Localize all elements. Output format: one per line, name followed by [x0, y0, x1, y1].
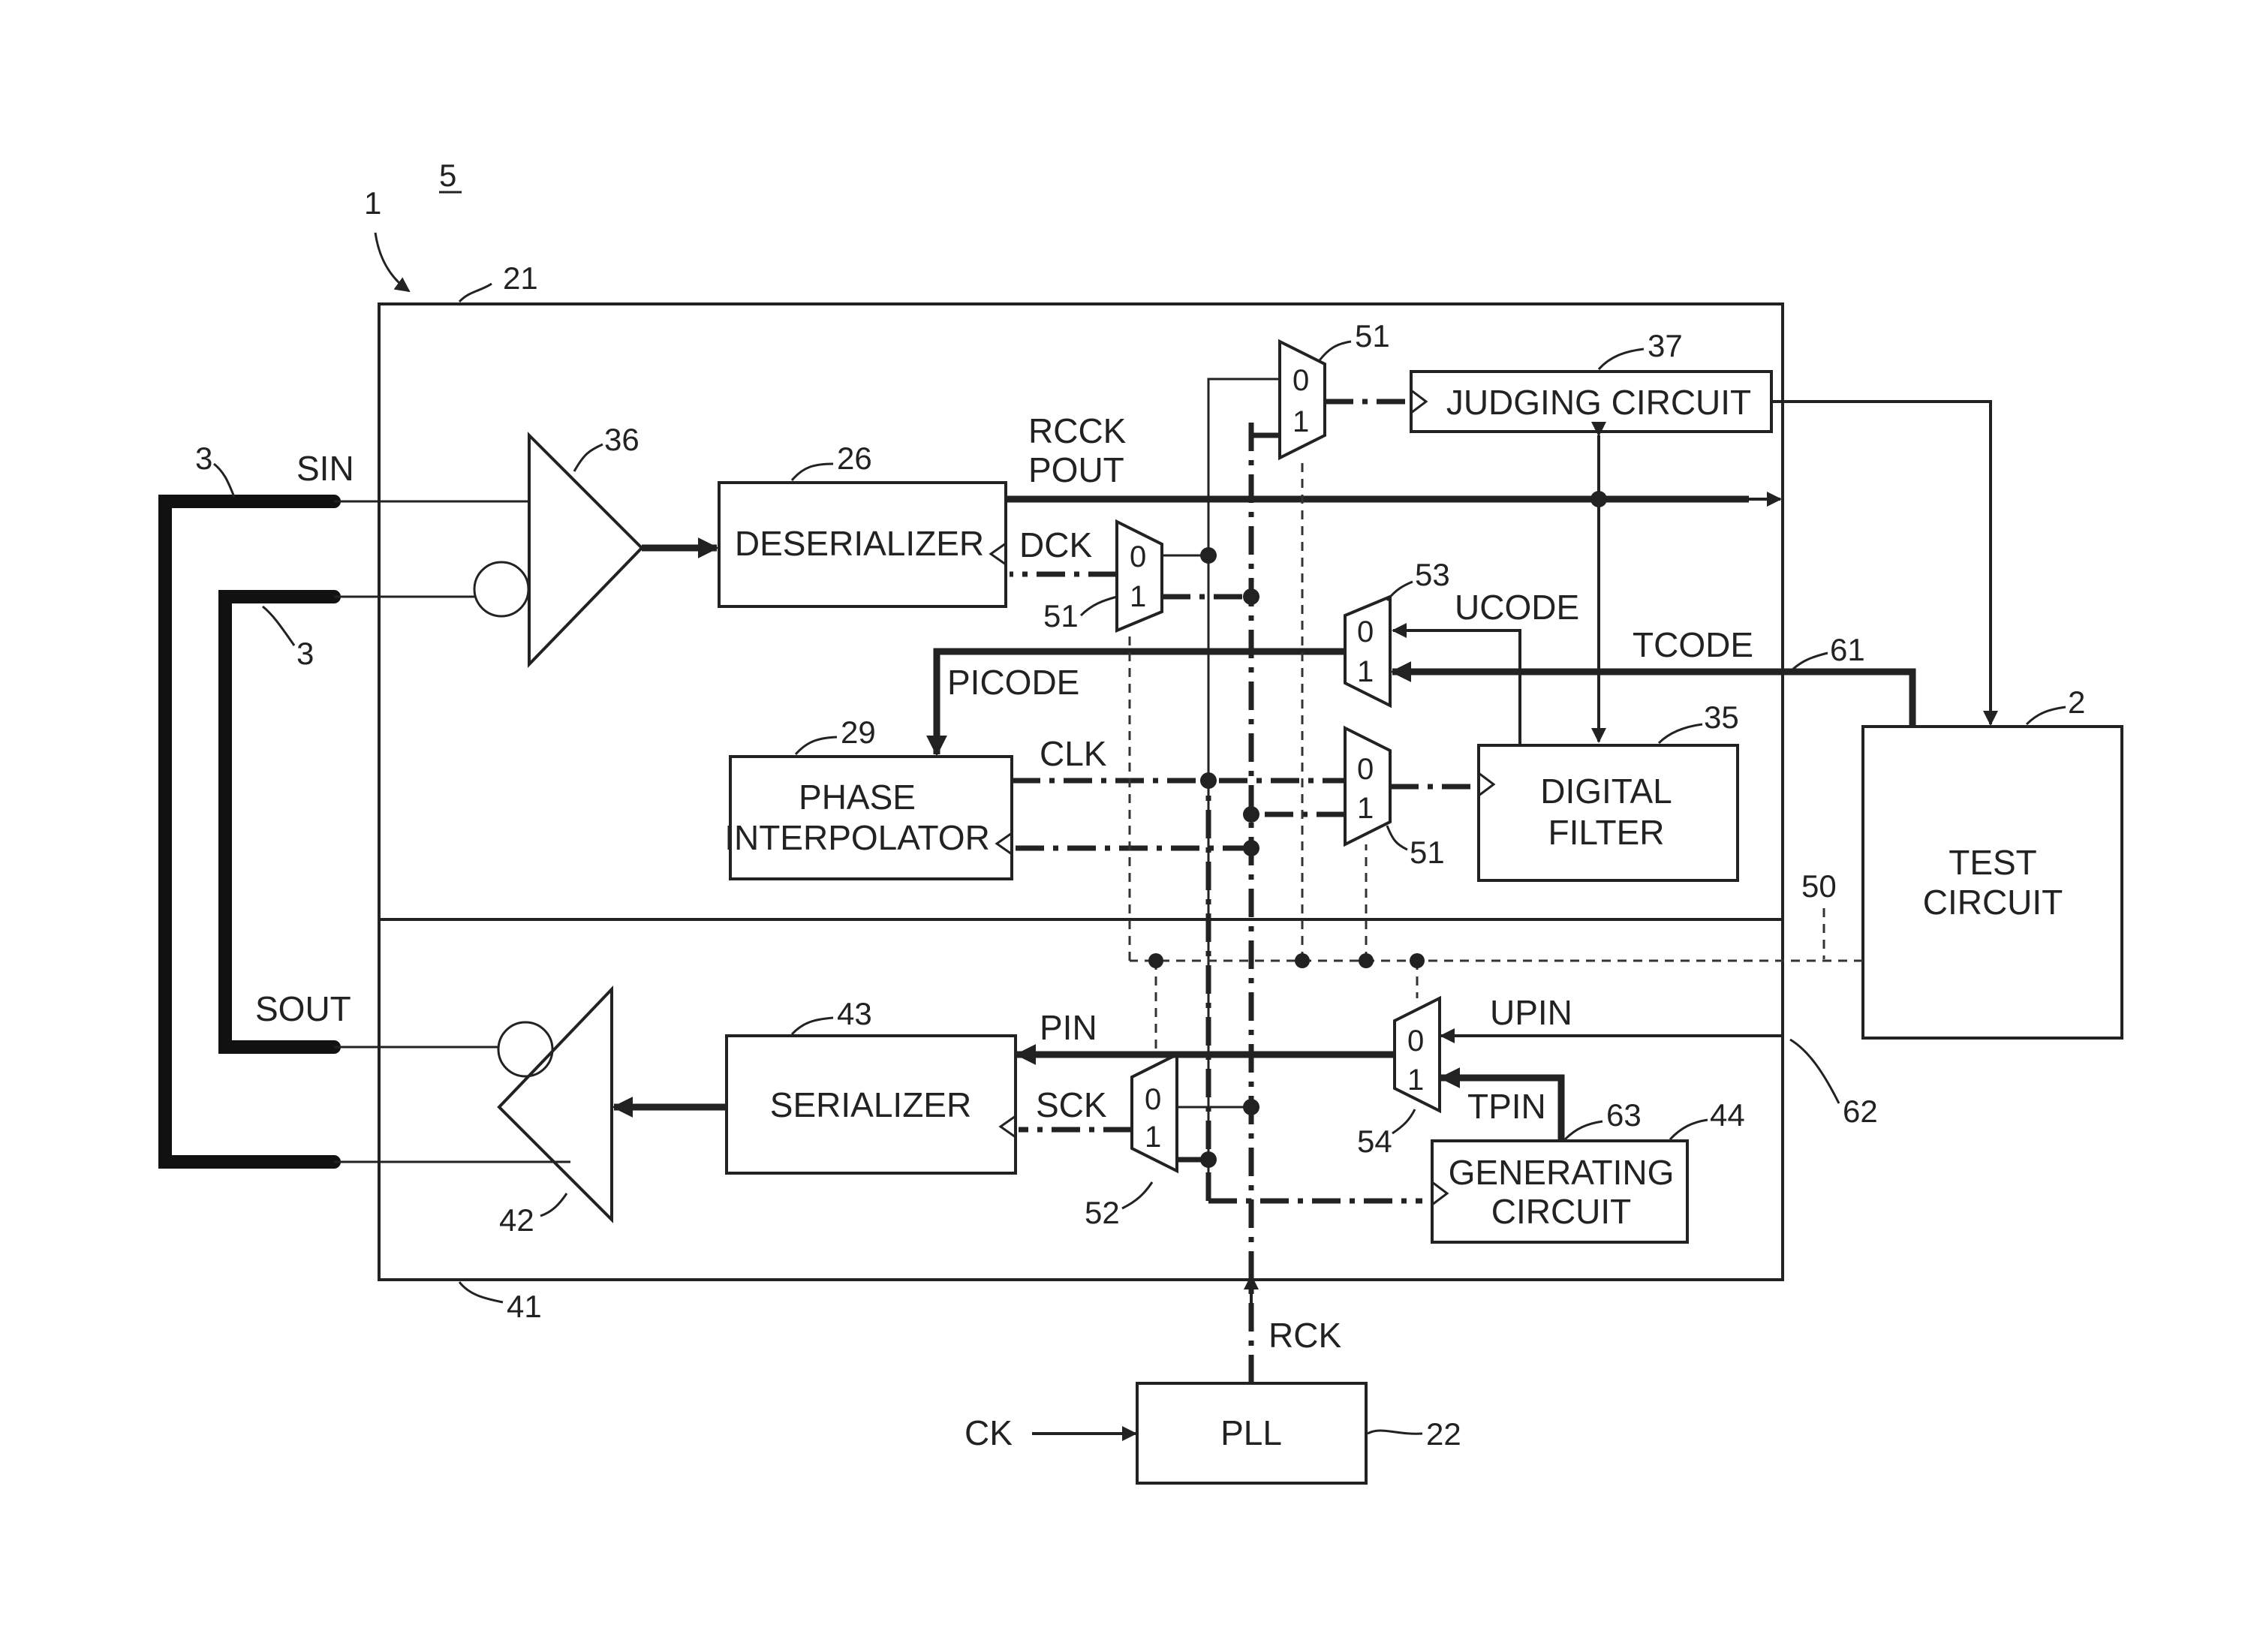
signal-pout: POUT: [1028, 450, 1124, 489]
ref-test-circuit: 2: [2068, 685, 2085, 720]
signal-rck: RCK: [1268, 1316, 1341, 1355]
phase-interpolator-label-1: PHASE: [799, 778, 916, 817]
signal-rcck: RCCK: [1028, 411, 1127, 450]
mux-51-top-in1: 1: [1293, 405, 1309, 438]
signal-tcode: TCODE: [1633, 625, 1753, 664]
signal-upin: UPIN: [1490, 993, 1572, 1032]
serializer-label: SERIALIZER: [770, 1085, 971, 1124]
signal-tpin: TPIN: [1467, 1087, 1546, 1126]
mux-51-bottom-in1: 1: [1357, 792, 1374, 825]
ref-upin-line: 62: [1843, 1094, 1878, 1129]
judging-circuit-label: JUDGING CIRCUIT: [1446, 383, 1751, 422]
ref-phase-interp: 29: [841, 715, 876, 750]
mux-51-mid-in0: 0: [1130, 540, 1146, 573]
mux-54-in1: 1: [1407, 1064, 1424, 1097]
ref-transmitter: 41: [507, 1289, 542, 1324]
phase-interpolator-label-2: INTERPOLATOR: [724, 818, 990, 857]
ref-cable-b: 3: [296, 636, 314, 671]
signal-clk: CLK: [1040, 734, 1107, 773]
figure-number: 5: [439, 158, 456, 193]
mux-52-in0: 0: [1145, 1083, 1161, 1116]
signal-picode: PICODE: [947, 663, 1079, 702]
ref-cable-a: 3: [195, 441, 212, 476]
ref-serializer: 43: [837, 996, 872, 1031]
mux-51-top-in0: 0: [1293, 364, 1309, 397]
generating-circuit-label-2: CIRCUIT: [1491, 1192, 1632, 1231]
generating-circuit-label-1: GENERATING: [1449, 1153, 1675, 1192]
ref-mux-54: 54: [1357, 1124, 1392, 1159]
signal-sin: SIN: [296, 449, 354, 488]
test-circuit-label-1: TEST: [1949, 843, 2037, 882]
signal-ucode: UCODE: [1455, 588, 1579, 627]
ref-selection-line: 50: [1801, 868, 1837, 904]
digital-filter-label-2: FILTER: [1548, 813, 1664, 852]
signal-dck: DCK: [1019, 525, 1092, 564]
signal-ck: CK: [965, 1413, 1013, 1452]
ref-mux-53: 53: [1415, 557, 1450, 592]
signal-pin: PIN: [1040, 1008, 1097, 1047]
cable-sout-loop: [225, 597, 334, 1047]
ref-tpin: 63: [1606, 1097, 1642, 1133]
mux-51-mid-in1: 1: [1130, 580, 1146, 613]
test-circuit-label-2: CIRCUIT: [1923, 883, 2063, 922]
ref-generating: 44: [1710, 1097, 1745, 1133]
ref-digital-filter: 35: [1704, 700, 1739, 735]
ref-mux-51-bottom: 51: [1410, 835, 1445, 870]
pll-label: PLL: [1220, 1413, 1282, 1452]
mux-53-in0: 0: [1357, 615, 1374, 648]
ref-input-buffer: 36: [604, 422, 639, 457]
ref-mux-51-mid: 51: [1043, 598, 1079, 633]
signal-sck: SCK: [1036, 1085, 1107, 1124]
ref-judging: 37: [1648, 328, 1683, 363]
deserializer-label: DESERIALIZER: [735, 524, 984, 563]
ref-deserializer: 26: [837, 441, 872, 476]
mux-52-in1: 1: [1145, 1121, 1161, 1154]
mux-51-bottom-in0: 0: [1357, 753, 1374, 786]
ref-tcode-line: 61: [1830, 632, 1865, 667]
mux-53-in1: 1: [1357, 655, 1374, 688]
ref-system: 1: [364, 185, 381, 221]
ref-receiver: 21: [503, 260, 538, 296]
digital-filter-label-1: DIGITAL: [1540, 772, 1672, 811]
ref-output-buffer: 42: [499, 1202, 534, 1238]
mux-54-in0: 0: [1407, 1025, 1424, 1058]
ref-mux-52: 52: [1085, 1195, 1120, 1230]
ref-pll: 22: [1426, 1416, 1461, 1452]
signal-sout: SOUT: [255, 989, 351, 1028]
ref-mux-51-top: 51: [1355, 318, 1390, 354]
